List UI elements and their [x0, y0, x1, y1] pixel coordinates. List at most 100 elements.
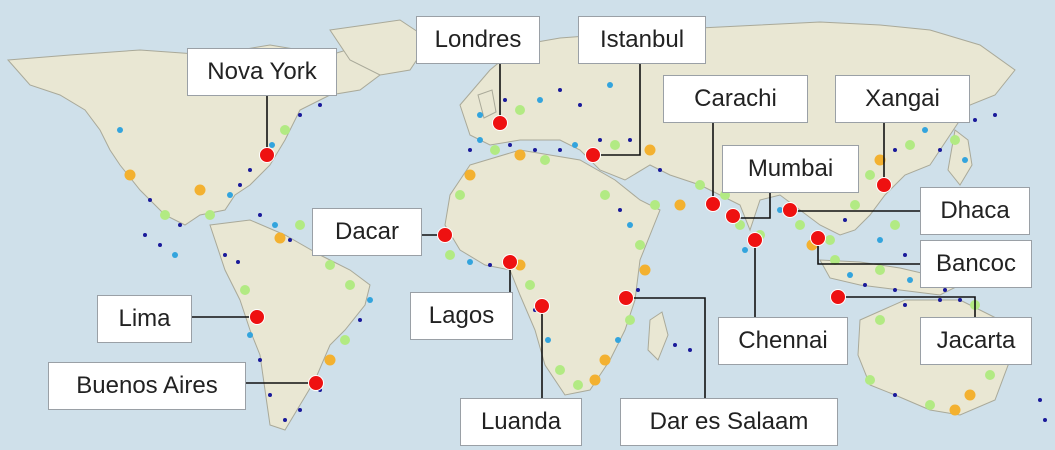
small-city-dot — [236, 260, 240, 264]
small-city-dot — [943, 288, 947, 292]
leader-line — [838, 296, 976, 317]
small-city-dot — [340, 335, 350, 345]
small-city-dot — [318, 103, 322, 107]
small-city-dot — [345, 280, 355, 290]
small-city-dot — [973, 118, 977, 122]
small-city-dot — [907, 277, 913, 283]
small-city-dot — [238, 183, 242, 187]
small-city-dot — [865, 375, 875, 385]
small-city-dot — [488, 263, 492, 267]
small-city-dot — [160, 210, 170, 220]
small-city-dot — [962, 157, 968, 163]
major-city-marker — [534, 298, 550, 314]
label-dacar: Dacar — [312, 208, 422, 256]
small-city-dot — [644, 144, 656, 156]
small-city-dot — [358, 318, 362, 322]
small-city-dot — [298, 408, 302, 412]
small-city-dot — [830, 255, 840, 265]
small-city-dot — [628, 138, 632, 142]
small-city-dot — [545, 337, 551, 343]
small-city-dot — [843, 218, 847, 222]
small-city-dot — [274, 232, 286, 244]
small-city-dot — [148, 198, 152, 202]
small-city-dot — [874, 154, 886, 166]
major-city-marker — [437, 227, 453, 243]
small-city-dot — [650, 200, 660, 210]
small-city-dot — [258, 213, 262, 217]
small-city-dot — [477, 137, 483, 143]
major-city-marker — [810, 230, 826, 246]
small-city-dot — [950, 135, 960, 145]
land-africa — [444, 149, 661, 396]
small-city-dot — [905, 140, 915, 150]
label-jacarta: Jacarta — [920, 317, 1032, 365]
small-city-dot — [143, 233, 147, 237]
small-city-dot — [627, 222, 633, 228]
small-city-dot — [455, 190, 465, 200]
small-city-dot — [178, 223, 182, 227]
small-city-dot — [325, 260, 335, 270]
label-luanda: Luanda — [460, 398, 582, 446]
label-carachi: Carachi — [663, 75, 808, 123]
label-xangai: Xangai — [835, 75, 970, 123]
small-city-dot — [467, 259, 473, 265]
small-city-dot — [625, 315, 635, 325]
label-dar-es-salaam: Dar es Salaam — [620, 398, 838, 446]
small-city-dot — [117, 127, 123, 133]
small-city-dot — [503, 98, 507, 102]
small-city-dot — [847, 272, 853, 278]
small-city-dot — [295, 220, 305, 230]
small-city-dot — [607, 82, 613, 88]
small-city-dot — [324, 354, 336, 366]
small-city-dot — [555, 365, 565, 375]
small-city-dot — [508, 143, 512, 147]
small-city-dot — [283, 418, 287, 422]
small-city-dot — [1043, 418, 1047, 422]
small-city-dot — [172, 252, 178, 258]
small-city-dot — [688, 348, 692, 352]
major-city-marker — [747, 232, 763, 248]
small-city-dot — [124, 169, 136, 181]
major-city-marker — [830, 289, 846, 305]
small-city-dot — [893, 288, 897, 292]
small-city-dot — [537, 97, 543, 103]
small-city-dot — [533, 148, 537, 152]
small-city-dot — [893, 393, 897, 397]
small-city-dot — [964, 389, 976, 401]
small-city-dot — [468, 148, 472, 152]
small-city-dot — [298, 113, 302, 117]
small-city-dot — [985, 370, 995, 380]
leader-line — [593, 64, 641, 156]
label-nova-york: Nova York — [187, 48, 337, 96]
small-city-dot — [922, 127, 928, 133]
major-city-markers — [249, 115, 892, 391]
leader-line — [817, 238, 920, 265]
major-city-marker — [618, 290, 634, 306]
label-lima: Lima — [97, 295, 192, 343]
small-city-dot — [288, 238, 292, 242]
land-greenland — [329, 19, 431, 76]
small-city-dot — [367, 297, 373, 303]
small-city-dot — [925, 400, 935, 410]
small-city-dot — [272, 222, 278, 228]
major-city-marker — [725, 208, 741, 224]
small-city-dot — [490, 145, 500, 155]
label-chennai: Chennai — [718, 317, 848, 365]
small-city-dot — [268, 393, 272, 397]
small-city-dot — [600, 190, 610, 200]
small-city-dot — [258, 358, 262, 362]
leader-line — [626, 297, 706, 398]
small-city-dot — [227, 192, 233, 198]
small-city-dot — [865, 170, 875, 180]
small-city-dot — [863, 283, 867, 287]
small-city-dot — [269, 142, 275, 148]
small-city-dot — [958, 298, 962, 302]
label-mumbai: Mumbai — [722, 145, 859, 193]
land-uk — [477, 89, 497, 119]
small-city-dot — [280, 125, 290, 135]
small-city-dot — [598, 138, 602, 142]
label-lagos: Lagos — [410, 292, 513, 340]
small-city-dot — [993, 113, 997, 117]
small-city-dot — [850, 200, 860, 210]
major-city-marker — [585, 147, 601, 163]
